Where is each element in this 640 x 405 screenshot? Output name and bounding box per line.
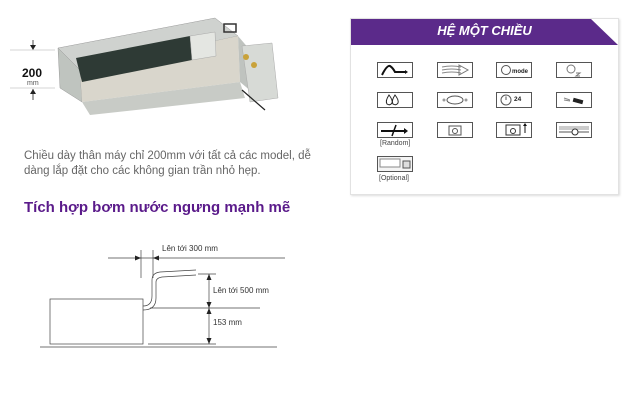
description-text: Chiều dày thân máy chỉ 200mm với tất cả …	[24, 150, 311, 177]
random-restart-icon	[377, 122, 413, 138]
feature-panel: HỆ MỘT CHIỀU mode 24 [Random] [Optional]	[350, 18, 619, 195]
random-caption: [Random]	[380, 140, 411, 147]
height-dimension	[10, 40, 60, 100]
optional-caption: [Optional]	[379, 175, 409, 182]
base-dimension-label: 153 mm	[213, 318, 242, 327]
svg-text:mode: mode	[512, 69, 529, 75]
optional-controller-icon	[377, 156, 413, 174]
dehumidify-icon	[377, 92, 413, 108]
panel-title: HỆ MỘT CHIỀU	[437, 23, 532, 38]
drain-pump-icon	[437, 122, 473, 138]
remote-control-icon	[556, 92, 592, 108]
wide-airflow-icon	[437, 62, 473, 78]
height-unit: mm	[27, 80, 39, 87]
adjustable-height-icon	[496, 122, 532, 138]
timer-24h-icon: 24	[496, 92, 532, 108]
mode-icon: mode	[496, 62, 532, 78]
filter-check-icon	[556, 122, 592, 138]
height-value: 200	[22, 66, 43, 80]
sleep-icon	[556, 62, 592, 78]
svg-text:24: 24	[514, 96, 522, 103]
section-heading: Tích hợp bơm nước ngưng mạnh mẽ	[24, 199, 291, 216]
horizontal-dimension-label: Lên tới 300 mm	[162, 244, 218, 253]
lift-dimension-label: Lên tới 500 mm	[213, 286, 269, 295]
airflow-curve-icon	[377, 62, 413, 78]
auto-swing-icon	[437, 92, 473, 108]
panel-header-bar	[351, 19, 618, 45]
indoor-unit-box	[49, 298, 144, 345]
product-image	[10, 10, 310, 130]
